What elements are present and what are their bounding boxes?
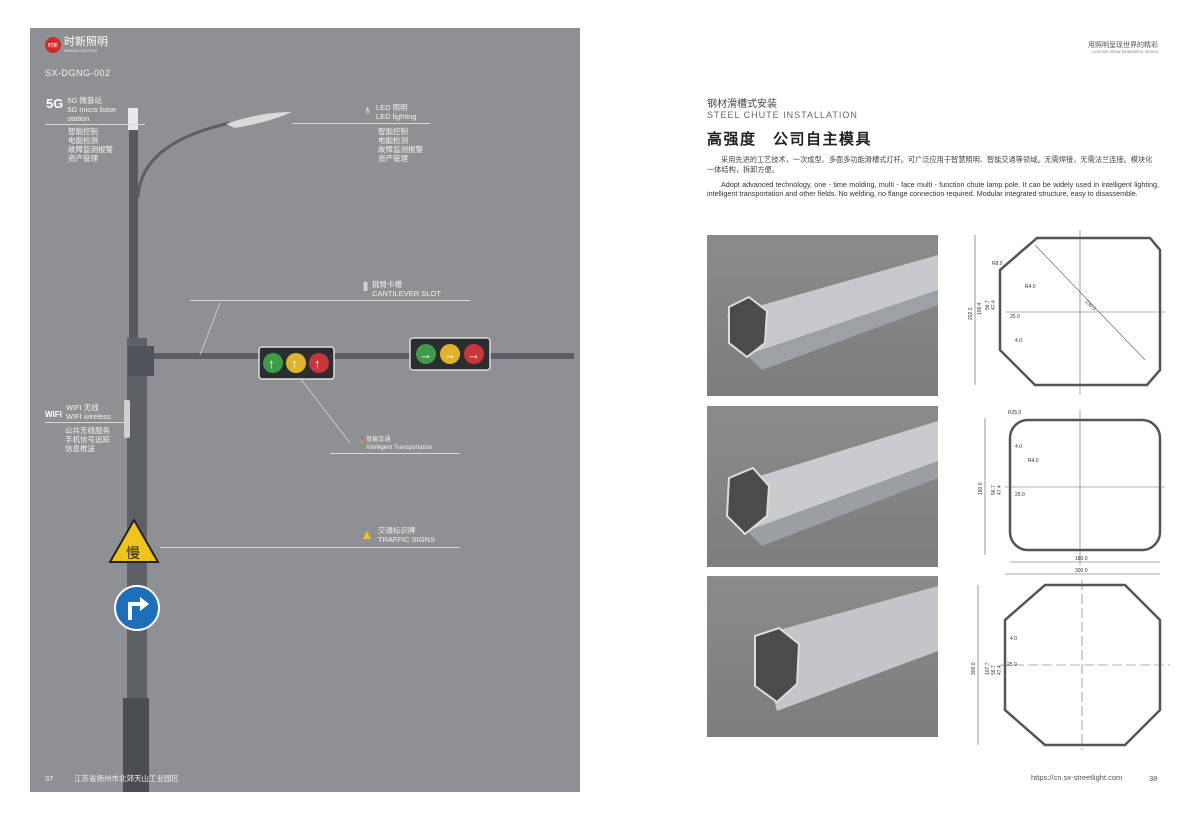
svg-text:慢: 慢: [126, 545, 140, 561]
svg-text:56.7: 56.7: [985, 300, 991, 310]
traffic-light-icon: ●●●: [361, 435, 364, 448]
wifi-icon: WIFI: [45, 410, 62, 419]
label: 5G micro base: [67, 105, 117, 114]
led-lamp-icon: [226, 112, 292, 128]
profile-photo-1: [707, 235, 938, 396]
traffic-light-2: → → →: [409, 337, 491, 371]
headline: 高强度 公司自主模具: [707, 131, 873, 148]
svg-text:↑: ↑: [291, 356, 298, 371]
5g-base-station-icon: [128, 108, 138, 130]
svg-text:107.7: 107.7: [985, 662, 991, 675]
brand-logo: 时新 时新照明 SHIXIN LIGHTING: [45, 37, 108, 53]
brand-name: 时新照明: [64, 36, 108, 48]
slot-icon: ⫴: [363, 280, 369, 294]
svg-text:→: →: [419, 347, 432, 362]
svg-text:→: →: [443, 347, 456, 362]
right-page: 用照明呈现世界的精彩 LIGHTING SHOW WONDERFUL WORLD…: [600, 28, 1170, 792]
brand-name-en: SHIXIN LIGHTING: [64, 48, 98, 53]
smart-pole-illustration: ↑ ↑ ↑ → → → 慢: [108, 108, 574, 792]
svg-text:↑: ↑: [268, 356, 275, 371]
svg-text:180.0: 180.0: [978, 482, 984, 495]
svg-text:R4.0: R4.0: [1028, 458, 1039, 464]
svg-text:4.0: 4.0: [1010, 636, 1017, 642]
page-number-left: 37: [45, 774, 54, 783]
bulb-icon: ♁: [363, 103, 372, 117]
svg-text:4.0: 4.0: [1015, 444, 1022, 450]
svg-text:47.4: 47.4: [997, 485, 1003, 495]
wifi-device-icon: [124, 400, 130, 438]
profile-photo-2: [707, 406, 938, 567]
svg-text:R8.0: R8.0: [992, 261, 1003, 267]
svg-text:202.2: 202.2: [968, 307, 974, 320]
callout-wifi-features: 公共无线服务手机信号追踪信息推送: [65, 426, 110, 453]
callout-5g-features: 智能控制电能检测故障监测报警资产管理: [68, 127, 113, 163]
svg-text:230.0: 230.0: [1084, 299, 1097, 312]
svg-text:300.0: 300.0: [1075, 568, 1088, 574]
svg-text:25.0: 25.0: [1007, 662, 1017, 668]
drawing-square-profile: 180.0 56.7 47.4 25.0 R25.0 R4.0 4.0 180.…: [978, 410, 1165, 575]
turn-right-sign: [114, 585, 160, 631]
address: 江苏省扬州市北郊天山工业园区: [74, 774, 179, 783]
drawing-octagon-profile: 202.2 106.4 56.7 47.4 25.0 R8.0 R4.0 4.0…: [968, 230, 1165, 395]
section-title: 钢材滑槽式安装 STEEL CHUTE INSTALLATION: [707, 99, 858, 120]
profile-photo-3: [707, 576, 938, 737]
callout-led-features: 智能控制电能检测故障监测报警资产管理: [378, 127, 423, 163]
label: station: [67, 114, 90, 123]
lamp-arm: [136, 121, 231, 199]
pole: [123, 108, 574, 792]
left-page: 时新 时新照明 SHIXIN LIGHTING SX-DGNG-002 ↑ ↑ ↑ …: [30, 28, 580, 792]
svg-text:↑: ↑: [314, 356, 321, 371]
brand-badge-icon: 时新: [45, 37, 61, 53]
svg-text:300.0: 300.0: [971, 662, 977, 675]
slow-warning-sign: 慢: [108, 517, 160, 563]
svg-text:56.7: 56.7: [991, 485, 997, 495]
svg-text:R25.0: R25.0: [1008, 410, 1022, 416]
svg-text:25.0: 25.0: [1010, 314, 1020, 320]
cantilever-arm: [144, 353, 574, 359]
svg-text:R4.0: R4.0: [1025, 284, 1036, 290]
svg-text:56.7: 56.7: [991, 665, 997, 675]
svg-text:180.0: 180.0: [1075, 556, 1088, 562]
description-en: Adopt advanced technology, one - time mo…: [707, 180, 1159, 199]
svg-text:→: →: [467, 347, 480, 362]
traffic-light-1: ↑ ↑ ↑: [258, 346, 335, 380]
warning-sign-icon: ▲: [360, 526, 374, 542]
svg-text:47.4: 47.4: [991, 300, 997, 310]
slogan: 用照明呈现世界的精彩 LIGHTING SHOW WONDERFUL WORLD: [1088, 42, 1158, 54]
website-url[interactable]: https://cn.sx-streetlight.com: [1031, 773, 1123, 782]
model-number: SX-DGNG-002: [45, 68, 111, 78]
drawing-octagon-large-profile: 300.0 107.7 56.7 47.4 25.0 4.0: [971, 580, 1170, 750]
page-number-right: 38: [1149, 774, 1158, 783]
label: 5G 微基站: [67, 96, 102, 105]
5g-icon: 5G: [46, 96, 64, 111]
svg-text:4.0: 4.0: [1015, 338, 1022, 344]
svg-text:106.4: 106.4: [977, 302, 983, 315]
svg-text:47.4: 47.4: [997, 665, 1003, 675]
description-cn: 采用先进的工艺技术，一次成型、多面多功能滑槽式灯杆。可广泛应用于智慧照明、智能交…: [707, 155, 1153, 174]
svg-text:25.0: 25.0: [1015, 492, 1025, 498]
